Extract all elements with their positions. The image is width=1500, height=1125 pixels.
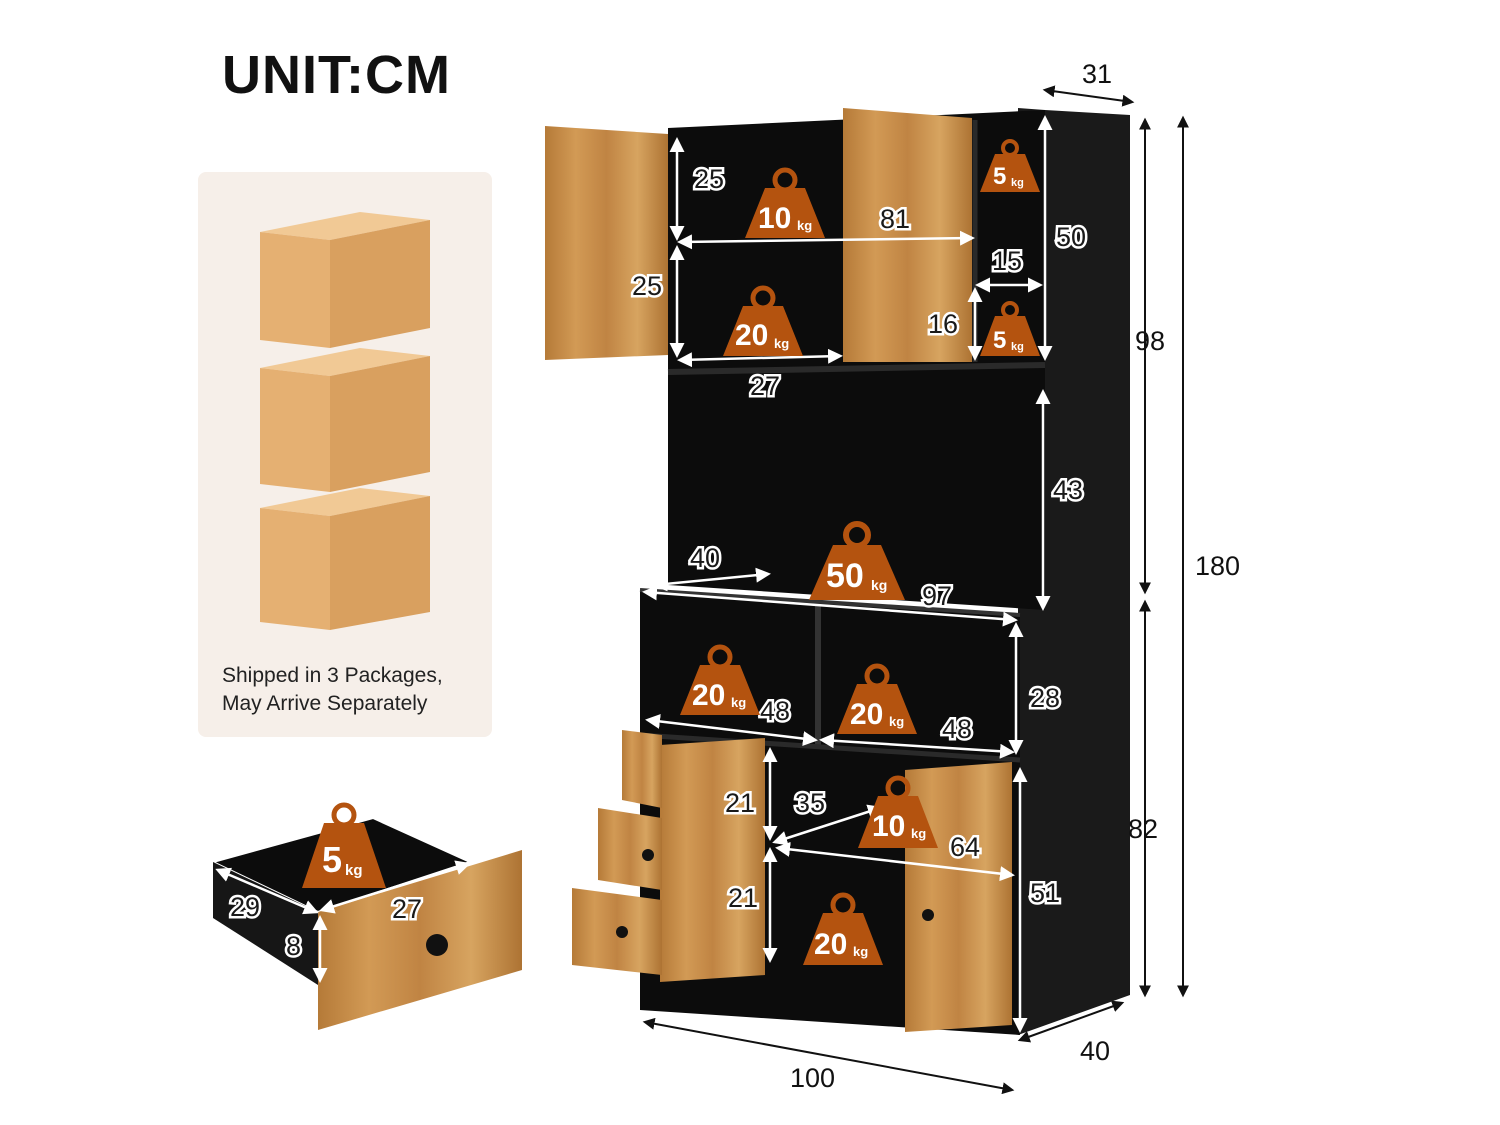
weight-label-drawer: 5	[322, 839, 342, 880]
weight-icon-cubby-right: 20 kg	[837, 663, 917, 734]
dim-cabinet-shelf-height-top: 21	[725, 788, 755, 818]
dim-upper-cabinet-height: 25	[694, 164, 724, 194]
packages-panel: Shipped in 3 Packages, May Arrive Separa…	[198, 172, 492, 737]
dim-countertop-depth: 40	[690, 543, 720, 573]
weight-label-upper-left-top: 10	[758, 202, 791, 235]
dim-upper-cabinet-width: 81	[880, 204, 910, 234]
upper-left-door	[545, 126, 668, 360]
weight-label-cubby-right: 20	[850, 698, 883, 731]
package-box-2	[260, 348, 430, 492]
inner-dimension-lines	[215, 115, 1053, 1033]
weight-icon-upper-left-top: 10 kg	[745, 167, 825, 238]
dim-cubby-width-left: 48	[760, 696, 790, 726]
dim-base-width: 100	[790, 1063, 835, 1093]
weight-label-cubby-left: 20	[692, 679, 725, 712]
dim-cubby-width-right: 48	[942, 714, 972, 744]
weight-unit: kg	[1011, 341, 1024, 353]
packages-line-1: Shipped in 3 Packages,	[222, 664, 443, 687]
weight-label-upper-left-bottom: 20	[735, 319, 768, 352]
dim-side-top-height: 50	[1056, 222, 1086, 252]
weight-label-countertop: 50	[826, 557, 864, 595]
package-box-3	[260, 488, 430, 630]
weight-label-side-bottom: 5	[993, 327, 1006, 354]
weight-icon-cubby-left: 20 kg	[680, 644, 760, 715]
weight-unit: kg	[797, 218, 812, 233]
dim-top-height: 98	[1135, 326, 1165, 356]
weight-unit: kg	[911, 826, 926, 841]
dim-side-compartment-height: 16	[928, 309, 958, 339]
dim-depth-top: 31	[1082, 59, 1112, 89]
weight-unit: kg	[1011, 177, 1024, 189]
weight-unit: kg	[853, 944, 868, 959]
weight-unit: kg	[889, 714, 904, 729]
weight-icon-drawer: 5 kg	[302, 802, 386, 888]
dim-upper-cabinet-height-2: 25	[632, 271, 662, 301]
weight-label-cabinet-bottom: 20	[814, 928, 847, 961]
weight-icon-side-bottom: 5 kg	[980, 301, 1040, 356]
weight-unit: kg	[871, 577, 887, 593]
dim-total-height: 180	[1195, 551, 1240, 581]
dim-upper-shelf-width: 27	[750, 371, 780, 401]
package-boxes-illustration	[260, 212, 430, 630]
weight-unit: kg	[731, 695, 746, 710]
weight-icon-upper-left-bottom: 20 kg	[723, 285, 803, 356]
dim-open-area-height: 43	[1053, 475, 1083, 505]
dim-bottom-height: 82	[1128, 814, 1158, 844]
lower-left-door	[660, 738, 765, 982]
weight-label-side-top: 5	[993, 163, 1006, 190]
package-box-1	[260, 212, 430, 348]
outer-dimension-lines	[642, 85, 1189, 1095]
side-drawers	[572, 730, 662, 975]
dim-drawer-depth: 29	[230, 892, 260, 922]
weight-unit: kg	[774, 336, 789, 351]
unit-label: UNIT:CM	[222, 45, 451, 105]
weight-icon-countertop: 50 kg	[809, 521, 905, 600]
dim-cubby-height: 28	[1030, 683, 1060, 713]
lower-right-door	[905, 762, 1012, 1032]
weight-icon-side-top: 5 kg	[980, 139, 1040, 192]
dim-drawer-height: 8	[286, 931, 301, 961]
dim-side-shelf-width: 15	[992, 246, 1022, 276]
dim-cabinet-shelf-width: 64	[950, 832, 980, 862]
weight-unit: kg	[345, 862, 363, 879]
dim-lower-cabinet-height: 51	[1030, 878, 1060, 908]
dim-cabinet-shelf-height-bottom: 21	[728, 883, 758, 913]
weight-icon-cabinet-top: 10 kg	[858, 775, 938, 848]
weight-icon-cabinet-bottom: 20 kg	[803, 892, 883, 965]
packages-line-2: May Arrive Separately	[222, 692, 428, 715]
dim-base-depth: 40	[1080, 1036, 1110, 1066]
dim-cabinet-shelf-depth: 35	[795, 788, 825, 818]
dim-countertop-width: 97	[922, 581, 952, 611]
dim-drawer-width: 27	[392, 894, 422, 924]
weight-label-cabinet-top: 10	[872, 810, 905, 843]
